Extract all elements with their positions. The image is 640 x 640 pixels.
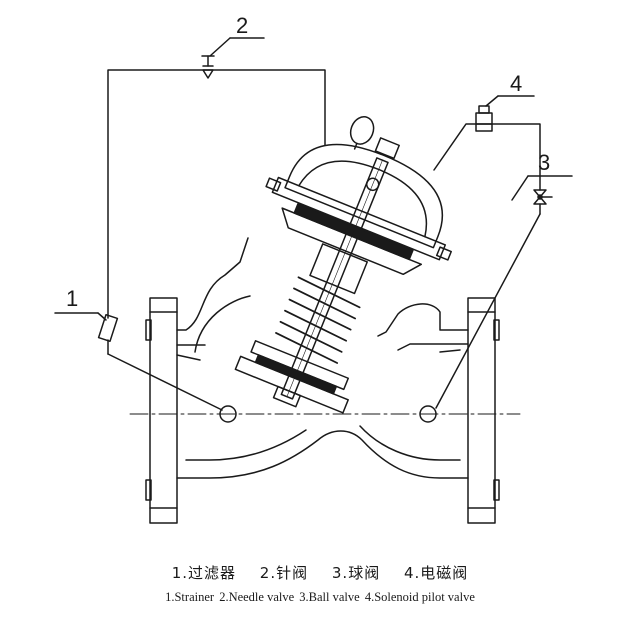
legend-chinese: 1.过滤器 2.针阀 3.球阀 4.电磁阀 bbox=[0, 562, 640, 583]
pilot-line-right bbox=[433, 105, 553, 409]
callout-3-label: 3 bbox=[538, 150, 550, 175]
callout-4: 4 bbox=[485, 71, 535, 107]
left-port bbox=[219, 405, 237, 423]
legend-cn-item: 1.过滤器 bbox=[171, 564, 237, 582]
legend-en-item: 2.Needle valve bbox=[219, 590, 295, 604]
needle-valve bbox=[201, 55, 215, 79]
stem-nut bbox=[374, 137, 400, 160]
callout-4-label: 4 bbox=[510, 71, 522, 96]
legend-cn-item: 3.球阀 bbox=[331, 564, 381, 582]
bonnet-cover bbox=[284, 143, 444, 249]
legend-cn-item: 2.针阀 bbox=[259, 564, 309, 582]
callout-2-label: 2 bbox=[236, 13, 248, 38]
legend-english: 1.Strainer 2.Needle valve 3.Ball valve 4… bbox=[0, 590, 640, 605]
ball-valve bbox=[533, 189, 553, 205]
legend-en-item: 3.Ball valve bbox=[299, 590, 360, 604]
spring bbox=[275, 276, 361, 364]
strainer bbox=[97, 313, 119, 343]
right-port bbox=[419, 405, 437, 423]
callout-3: 3 bbox=[511, 150, 573, 201]
legend-en-item: 4.Solenoid pilot valve bbox=[364, 590, 475, 604]
callout-1-label: 1 bbox=[66, 286, 78, 311]
pilot-line-left bbox=[97, 55, 326, 411]
bonnet-assembly bbox=[234, 116, 452, 414]
valve-body bbox=[145, 237, 500, 524]
legend-cn-item: 4.电磁阀 bbox=[403, 564, 469, 582]
lifting-eye bbox=[349, 116, 375, 145]
callout-2: 2 bbox=[209, 13, 265, 57]
solenoid-valve bbox=[475, 105, 493, 132]
legend-en-item: 1.Strainer bbox=[165, 590, 215, 604]
callout-1: 1 bbox=[54, 286, 107, 321]
right-flange bbox=[467, 297, 496, 524]
left-flange bbox=[149, 297, 178, 524]
